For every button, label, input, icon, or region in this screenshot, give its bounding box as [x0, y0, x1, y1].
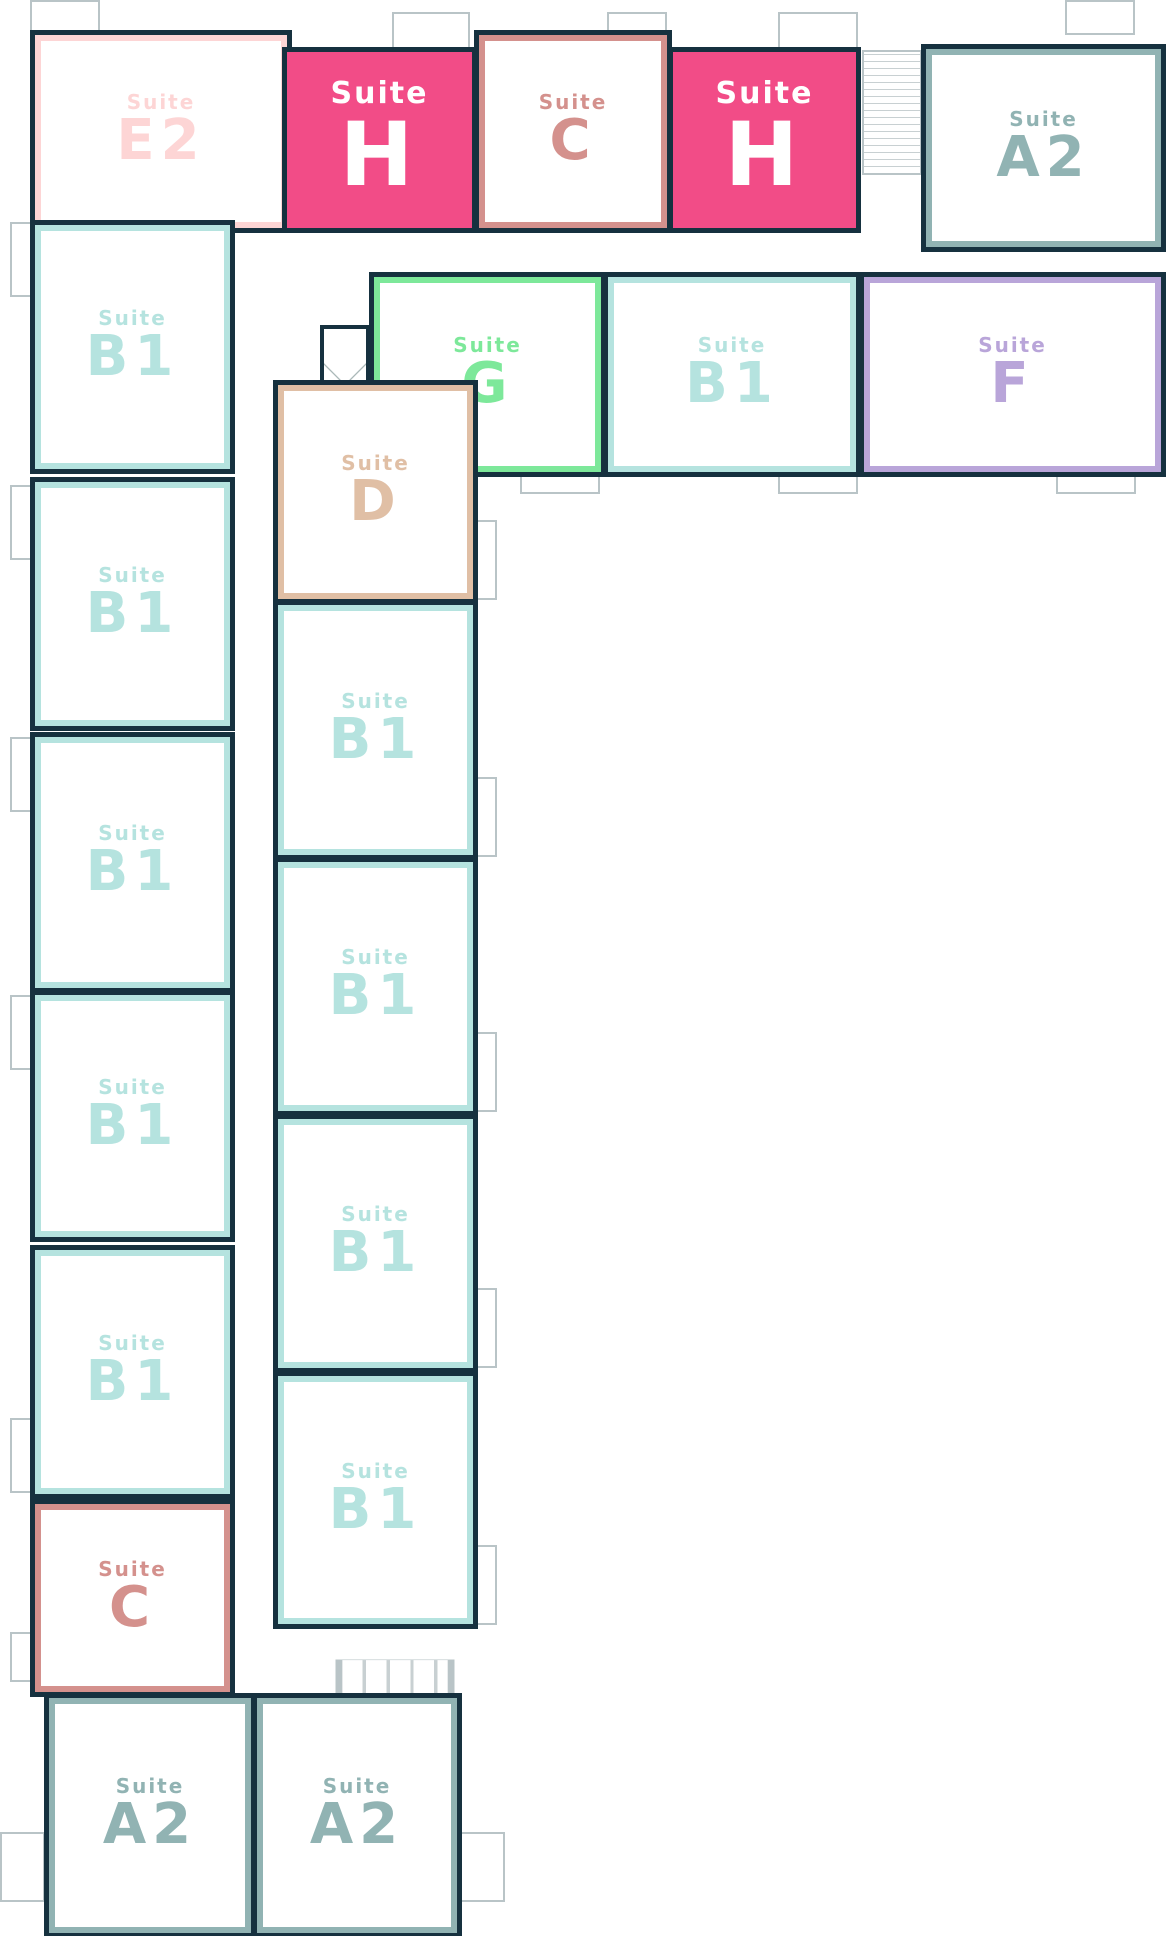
suite-letter: B1: [328, 1220, 423, 1286]
suite-label: Suite: [322, 1774, 392, 1799]
balcony: [392, 12, 470, 52]
balcony: [0, 1832, 45, 1902]
suite-label: Suite: [115, 1774, 185, 1799]
suite-letter: B1: [85, 1092, 180, 1158]
suite-letter: C: [549, 108, 597, 174]
suite-letter: A2: [102, 1792, 198, 1858]
suite-label: Suite: [126, 90, 196, 115]
suite-letter: A2: [996, 124, 1091, 190]
suite-letter: H: [724, 102, 805, 206]
suite-label: Suite: [330, 75, 429, 111]
suite-label: Suite: [341, 1202, 410, 1227]
suite-label: Suite: [715, 75, 814, 111]
suite-letter: B1: [85, 323, 180, 389]
suite-label: Suite: [538, 90, 608, 115]
suite-label: Suite: [98, 1556, 167, 1581]
suite-label: Suite: [341, 945, 410, 970]
balcony: [778, 12, 858, 52]
suite-letter: B1: [685, 351, 779, 417]
suite-letter: H: [339, 102, 420, 206]
suite-label: Suite: [978, 333, 1047, 358]
suite-letter: B1: [328, 706, 423, 772]
stairs-bottom: [335, 1659, 455, 1696]
suite-label: Suite: [98, 1330, 167, 1355]
suite-letter: B1: [85, 580, 180, 646]
suite-letter: C: [108, 1574, 157, 1640]
suite-letter: E2: [116, 108, 206, 174]
suite-label: Suite: [98, 821, 167, 846]
balcony: [460, 1832, 505, 1902]
suite-letter: A2: [309, 1792, 405, 1858]
stairs-top: [862, 50, 922, 175]
suite-letter: B1: [85, 839, 180, 905]
suite-label: Suite: [98, 1074, 167, 1099]
suite-label: Suite: [697, 333, 767, 358]
suite-letter: B1: [328, 1476, 423, 1542]
suite-label: Suite: [453, 333, 522, 358]
suite-letter: D: [349, 468, 402, 534]
suite-label: Suite: [341, 450, 410, 475]
balcony: [1065, 0, 1135, 35]
suite-letter: F: [990, 351, 1035, 417]
balcony: [30, 0, 100, 35]
suite-label: Suite: [98, 305, 167, 330]
suite-label: Suite: [341, 1458, 410, 1483]
suite-label: Suite: [98, 562, 167, 587]
suite-letter: B1: [85, 1348, 180, 1414]
suite-letter: B1: [328, 963, 423, 1029]
suite-label: Suite: [341, 688, 410, 713]
suite-label: Suite: [1009, 106, 1078, 131]
